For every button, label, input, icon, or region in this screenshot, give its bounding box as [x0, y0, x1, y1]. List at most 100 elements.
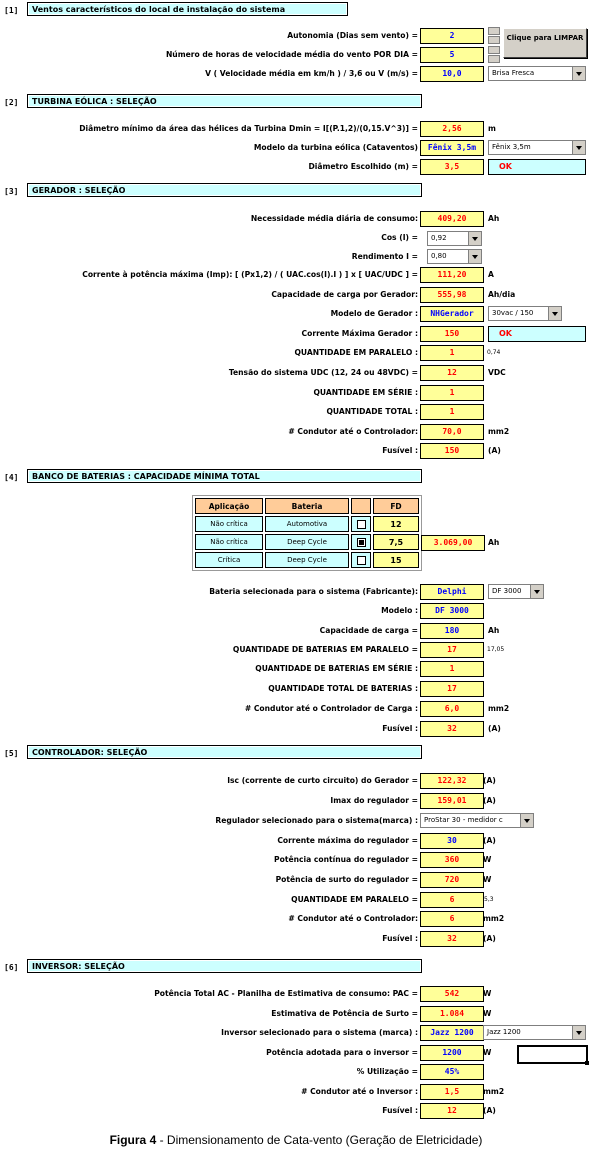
padot-unit: W [483, 1048, 492, 1057]
serie-gerador-label: QUANTIDADE EM SÉRIE : [313, 388, 418, 397]
spin-down-icon[interactable] [488, 55, 500, 63]
pac-unit: W [483, 989, 492, 998]
modelo-turbina-label: Modelo da turbina eólica (Cataventos) [253, 143, 418, 152]
limpar-button[interactable]: Clique para LIMPAR [503, 28, 587, 58]
chevron-down-icon[interactable] [520, 814, 533, 827]
row-aplicacao: Não crítica [195, 516, 263, 532]
rendimento-label: Rendimento I = [351, 252, 418, 261]
velocidade-select[interactable]: Brisa Fresca [488, 66, 586, 81]
fusivel-regulador-label: Fusível : [382, 934, 418, 943]
capacidade-bateria-label: Capacidade de carga = [319, 626, 418, 635]
modelo-gerador-select[interactable]: 30vac / 150 [488, 306, 562, 321]
corrente-label: Corrente à potência máxima (Imp): [ (Px1… [82, 270, 418, 279]
surto-label: Estimativa de Potência de Surto = [271, 1009, 418, 1018]
capacidade-gerador-label: Capacidade de carga por Gerador: [271, 290, 418, 299]
fusivel-inversor-unit: (A) [483, 1106, 496, 1115]
spin-down-icon[interactable] [488, 36, 500, 44]
paralelo-regulador-small: 5,3 [484, 896, 494, 903]
capacidade-bateria-unit: Ah [488, 626, 500, 635]
row-bateria: Deep Cycle [265, 552, 349, 568]
psurto-value: 720 [420, 872, 484, 888]
section-2-number: [2] [4, 98, 19, 107]
pcont-value: 360 [420, 852, 484, 868]
cos-label: Cos (I) = [381, 233, 418, 242]
fusivel-regulador-value: 32 [420, 931, 484, 947]
checkbox-checked-icon[interactable] [356, 537, 366, 547]
chevron-down-icon[interactable] [572, 67, 585, 80]
fabricante-select[interactable]: DF 3000 [488, 584, 544, 599]
spin-up-icon[interactable] [488, 46, 500, 54]
row-fd: 15 [373, 552, 419, 568]
serie-bateria-label: QUANTIDADE DE BATERIAS EM SÉRIE : [255, 664, 418, 673]
row-fd: 12 [373, 516, 419, 532]
diametro-label: Diâmetro mínimo da área das hélices da T… [79, 124, 418, 133]
total-gerador-value: 1 [420, 404, 484, 420]
inversor-select[interactable]: Jazz 1200 [483, 1025, 586, 1040]
pcont-unit: W [483, 855, 492, 864]
cos-select[interactable]: 0,92 [427, 231, 482, 246]
velocidade-value[interactable]: 10,0 [420, 66, 484, 82]
fusivel-gerador-label: Fusível : [382, 446, 418, 455]
chevron-down-icon[interactable] [468, 250, 481, 263]
chevron-down-icon[interactable] [530, 585, 543, 598]
isc-label: Isc (corrente de curto circuito) do Gera… [227, 776, 418, 785]
header-fd: FD [373, 498, 419, 514]
selected-cell-box[interactable] [517, 1045, 588, 1064]
spin-up-icon[interactable] [488, 27, 500, 35]
regulador-select[interactable]: ProStar 30 - medidor c [420, 813, 534, 828]
tensao-unit: VDC [488, 368, 506, 377]
battery-table: Aplicação Bateria FD Não crítica Automot… [192, 495, 422, 571]
fill-handle-icon[interactable] [585, 1061, 589, 1065]
bateria-capacidade-total-unit: Ah [488, 538, 500, 547]
imax-unit: (A) [483, 796, 496, 805]
rendimento-select[interactable]: 0,80 [427, 249, 482, 264]
fusivel-regulador-unit: (A) [483, 934, 496, 943]
cmax-gerador-value[interactable]: 150 [420, 326, 484, 342]
modelo-turbina-value: Fênix 3,5m [420, 140, 484, 156]
condutor-regulador-label: # Condutor até o Controlador: [288, 914, 418, 923]
checkbox-unchecked-icon[interactable] [356, 555, 366, 565]
section-3-number: [3] [4, 187, 19, 196]
chevron-down-icon[interactable] [548, 307, 561, 320]
fabricante-value: Delphi [420, 584, 484, 600]
horas-label: Número de horas de velocidade média do v… [165, 50, 418, 59]
inversor-value: Jazz 1200 [420, 1025, 484, 1041]
modelo-turbina-select[interactable]: Fênix 3,5m [488, 140, 586, 155]
modelo-bateria-value: DF 3000 [420, 603, 484, 619]
modelo-gerador-select-value: 30vac / 150 [492, 309, 534, 317]
util-value: 45% [420, 1064, 484, 1080]
checkbox-unchecked-icon[interactable] [356, 519, 366, 529]
condutor-gerador-unit: mm2 [488, 427, 510, 436]
figure-caption-bold: Figura 4 [109, 1133, 157, 1147]
fabricante-select-value: DF 3000 [492, 587, 522, 595]
chevron-down-icon[interactable] [468, 232, 481, 245]
velocidade-select-value: Brisa Fresca [492, 69, 535, 77]
fusivel-bateria-unit: (A) [488, 724, 501, 733]
inversor-label: Inversor selecionado para o sistema (mar… [221, 1028, 418, 1037]
autonomia-value[interactable]: 2 [420, 28, 484, 44]
capacidade-gerador-unit: Ah/dia [488, 290, 516, 299]
chevron-down-icon[interactable] [572, 141, 585, 154]
condutor-regulador-value: 6 [420, 911, 484, 927]
section-6-title: INVERSOR: SELEÇÃO [27, 959, 422, 973]
escolhido-ok-badge: OK [488, 159, 586, 175]
necessidade-unit: Ah [488, 214, 500, 223]
paralelo-regulador-value: 6 [420, 892, 484, 908]
diametro-unit: m [488, 124, 496, 133]
escolhido-value[interactable]: 3,5 [420, 159, 484, 175]
util-label: % Utilização = [356, 1067, 418, 1076]
modelo-gerador-value: NHGerador [420, 306, 484, 322]
paralelo-gerador-small: 0,74 [487, 349, 501, 356]
row-bateria: Automotiva [265, 516, 349, 532]
header-aplicacao: Aplicação [195, 498, 263, 514]
horas-value[interactable]: 5 [420, 47, 484, 63]
total-bateria-label: QUANTIDADE TOTAL DE BATERIAS : [268, 684, 418, 693]
imax-label: Imax do regulador = [330, 796, 418, 805]
surto-unit: W [483, 1009, 492, 1018]
padot-label: Potência adotada para o inversor = [266, 1048, 418, 1057]
row-fd: 7,5 [373, 534, 419, 550]
total-bateria-value: 17 [420, 681, 484, 697]
chevron-down-icon[interactable] [572, 1026, 585, 1039]
tensao-value[interactable]: 12 [420, 365, 484, 381]
row-aplicacao: Não crítica [195, 534, 263, 550]
